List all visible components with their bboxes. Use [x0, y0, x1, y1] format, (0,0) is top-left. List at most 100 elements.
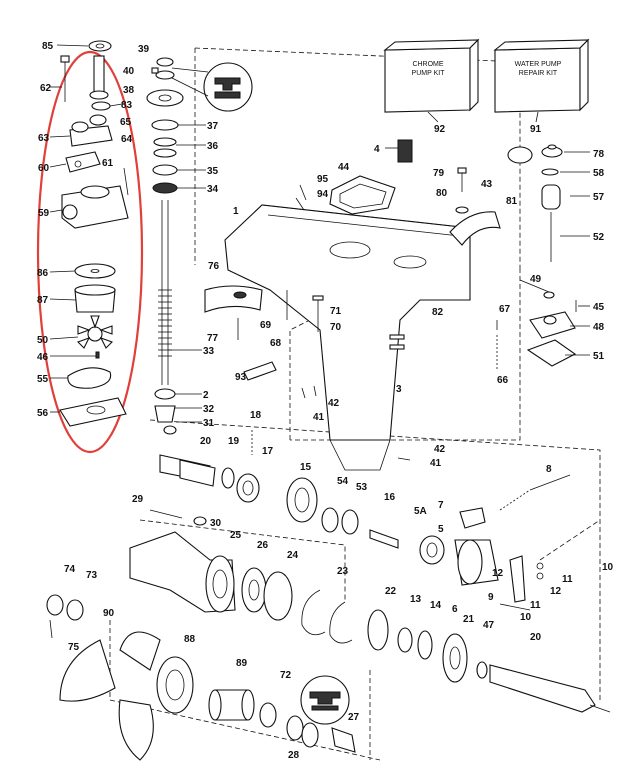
callout-20-b: 20 — [530, 632, 542, 643]
callout-76: 76 — [208, 261, 220, 272]
callout-55: 55 — [37, 374, 49, 385]
callout-36: 36 — [207, 141, 219, 152]
shaft-splines — [158, 289, 172, 357]
callout-28: 28 — [288, 750, 300, 761]
shift-and-gear-parts — [149, 430, 571, 611]
callout-70: 70 — [330, 322, 342, 333]
callout-35: 35 — [207, 166, 219, 177]
callout-88: 88 — [184, 634, 196, 645]
callout-85: 85 — [42, 41, 54, 52]
callout-66: 66 — [497, 375, 509, 386]
callout-49: 49 — [530, 274, 542, 285]
callout-58: 58 — [593, 168, 605, 179]
callout-86: 86 — [37, 268, 49, 279]
callout-2: 2 — [203, 390, 209, 401]
callout-95: 95 — [317, 174, 329, 185]
callout-1: 1 — [233, 206, 239, 217]
chrome-pump-kit-box: CHROME PUMP KIT — [383, 38, 480, 113]
water-pump-highlight-oval — [36, 50, 144, 454]
callout-27: 27 — [348, 712, 360, 723]
callout-8: 8 — [546, 464, 552, 475]
callout-91: 91 — [530, 124, 542, 135]
callout-11-b: 11 — [530, 600, 541, 611]
propeller-parts — [46, 594, 356, 761]
callout-40: 40 — [123, 66, 135, 77]
callout-47: 47 — [483, 620, 495, 631]
detail-magnifier-bottom — [300, 675, 350, 725]
callout-19: 19 — [228, 436, 240, 447]
callout-41-a: 41 — [313, 412, 325, 423]
callout-60: 60 — [38, 163, 50, 174]
callout-69: 69 — [260, 320, 272, 331]
middle-parts — [204, 285, 411, 461]
callout-4: 4 — [374, 144, 380, 155]
callout-48: 48 — [593, 322, 605, 333]
callout-12: 12 — [492, 568, 504, 579]
callout-72: 72 — [280, 670, 292, 681]
callout-92: 92 — [434, 124, 446, 135]
callout-37: 37 — [207, 121, 219, 132]
callout-41-b: 41 — [430, 458, 442, 469]
lower-unit-parts — [129, 531, 611, 713]
callout-22: 22 — [385, 586, 397, 597]
water-pump-parts — [59, 40, 129, 427]
callout-93: 93 — [235, 372, 247, 383]
callout-62: 62 — [40, 83, 52, 94]
callout-24: 24 — [287, 550, 299, 561]
callout-18: 18 — [250, 410, 262, 421]
callout-10-a: 10 — [602, 562, 614, 573]
callout-67: 67 — [499, 304, 511, 315]
callout-52: 52 — [593, 232, 605, 243]
callout-45: 45 — [593, 302, 605, 313]
water-pump-kit-box: WATER PUMP REPAIR KIT — [493, 38, 590, 113]
callout-44: 44 — [338, 162, 350, 173]
callout-39: 39 — [138, 44, 150, 55]
callout-32: 32 — [203, 404, 215, 415]
callout-5a: 5A — [414, 506, 427, 517]
callout-61: 61 — [102, 158, 114, 169]
callout-53: 53 — [356, 482, 368, 493]
callout-33: 33 — [203, 346, 215, 357]
callout-10-b: 10 — [520, 612, 532, 623]
callout-71: 71 — [330, 306, 342, 317]
callout-6: 6 — [452, 604, 458, 615]
callout-77: 77 — [207, 333, 219, 344]
kit-label-chrome-2: PUMP KIT — [412, 70, 446, 77]
callout-56: 56 — [37, 408, 49, 419]
callout-46: 46 — [37, 352, 49, 363]
kit-label-chrome-1: CHROME — [412, 61, 443, 68]
kit-label-water-1: WATER PUMP — [515, 61, 562, 68]
callout-82: 82 — [432, 307, 444, 318]
callout-23: 23 — [337, 566, 349, 577]
callout-90: 90 — [103, 608, 115, 619]
callout-57: 57 — [593, 192, 605, 203]
callout-78: 78 — [593, 149, 605, 160]
callout-15: 15 — [300, 462, 312, 473]
driveshaft-parts — [146, 57, 184, 435]
callout-73: 73 — [86, 570, 98, 581]
callout-16: 16 — [384, 492, 396, 503]
callout-79: 79 — [433, 168, 445, 179]
gearcase-phantom-outline — [109, 47, 601, 761]
callout-83: 83 — [121, 100, 133, 111]
callout-94: 94 — [317, 189, 329, 200]
callout-21: 21 — [463, 614, 475, 625]
callout-43: 43 — [481, 179, 493, 190]
callout-54: 54 — [337, 476, 349, 487]
callout-74: 74 — [64, 564, 76, 575]
callout-65: 65 — [120, 117, 132, 128]
callout-labels: 85 62 83 65 64 63 60 61 59 86 87 50 46 5… — [37, 41, 614, 761]
callout-31: 31 — [203, 418, 215, 429]
callout-17: 17 — [262, 446, 274, 457]
callout-51: 51 — [593, 351, 605, 362]
callout-80: 80 — [436, 188, 448, 199]
callout-7: 7 — [438, 500, 444, 511]
callout-26: 26 — [257, 540, 269, 551]
callout-34: 34 — [207, 184, 219, 195]
callout-63: 63 — [38, 133, 50, 144]
callout-30: 30 — [210, 518, 222, 529]
callout-81: 81 — [506, 196, 518, 207]
kit-label-water-2: REPAIR KIT — [519, 70, 558, 77]
callout-20-a: 20 — [200, 436, 212, 447]
